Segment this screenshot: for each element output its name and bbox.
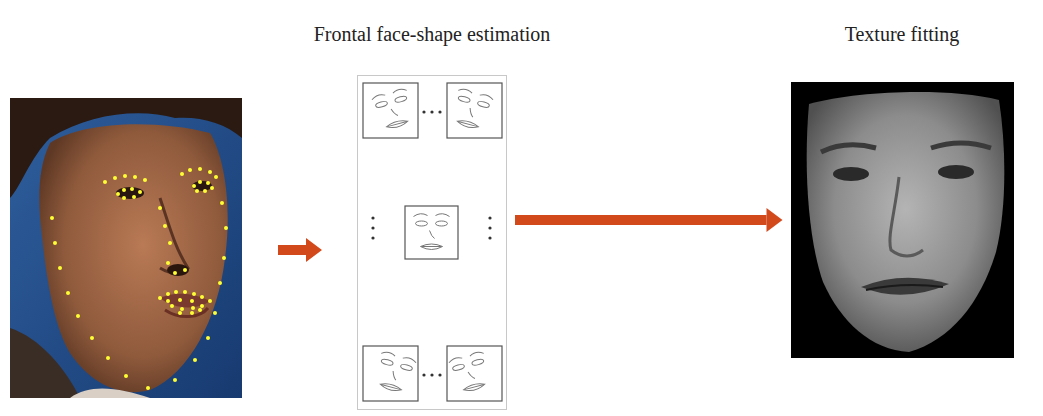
landmark-dot [180, 307, 184, 311]
image-panel: Frontal face-shape estimation [310, 22, 555, 410]
landmark-dot [190, 299, 194, 303]
landmark-dot [198, 167, 202, 171]
landmark-dot [190, 311, 194, 315]
landmark-dot [208, 299, 212, 303]
landmark-dot [193, 358, 197, 362]
image-panel: Texture fitting [791, 22, 1014, 358]
panel-title: Frontal face-shape estimation [310, 22, 555, 46]
landmark-dot [206, 336, 210, 340]
landmark-dot [191, 306, 195, 310]
landmark-dot [210, 186, 214, 190]
face-sketch [363, 346, 418, 401]
landmark-dot [132, 195, 136, 199]
landmark-dot [143, 178, 147, 182]
landmark-dot [163, 224, 167, 228]
landmark-dot [124, 374, 128, 378]
landmark-dot [218, 281, 222, 285]
face-sketch [447, 83, 502, 138]
step-arrow [276, 236, 326, 264]
texture-image [791, 82, 1014, 358]
landmark-dot [200, 295, 204, 299]
landmark-dot [106, 356, 110, 360]
landmark-dot [122, 188, 126, 192]
landmark-dot [206, 181, 210, 185]
landmark-dot [50, 216, 54, 220]
landmark-dot [158, 296, 162, 300]
landmark-dot [138, 190, 142, 194]
landmark-dot [173, 271, 177, 275]
step-arrow [515, 208, 783, 232]
landmark-dot [224, 226, 228, 230]
landmark-dot [170, 304, 174, 308]
landmark-dot [213, 311, 217, 315]
landmark-dot [123, 174, 127, 178]
landmark-dot [130, 187, 134, 191]
landmark-dot [166, 292, 170, 296]
landmark-dot [183, 268, 187, 272]
landmark-dot [173, 378, 177, 382]
landmark-dot [66, 291, 70, 295]
landmark-dot [76, 314, 80, 318]
landmark-dot [195, 189, 199, 193]
landmark-dot [214, 175, 218, 179]
landmark-dot [200, 304, 204, 308]
landmark-dot [146, 386, 150, 390]
landmark-dot [203, 189, 207, 193]
landmark-dot [122, 196, 126, 200]
landmark-dot [198, 308, 202, 312]
face-sketch [405, 206, 458, 259]
face-sketch [447, 346, 502, 401]
landmark-dot [178, 311, 182, 315]
landmark-dot [166, 261, 170, 265]
landmark-dot [178, 298, 182, 302]
landmark-dot [180, 172, 184, 176]
landmark-dot [168, 241, 172, 245]
landmark-dot [208, 170, 212, 174]
landmark-dot [103, 180, 107, 184]
landmark-dot [53, 241, 57, 245]
landmark-dot [90, 336, 94, 340]
panel-title: Texture fitting [791, 22, 1014, 46]
face-sketch [363, 83, 418, 138]
landmark-dot [192, 184, 196, 188]
landmark-dot [220, 201, 224, 205]
ellipsis-dots [371, 110, 491, 376]
landmark-dot [166, 299, 170, 303]
landmark-dot [158, 206, 162, 210]
shape-panel [357, 75, 507, 410]
landmark-dot [192, 292, 196, 296]
landmark-dot [174, 290, 178, 294]
landmark-dot [188, 168, 192, 172]
landmark-dot [58, 266, 62, 270]
landmark-dot [183, 290, 187, 294]
landmark-dot [116, 192, 120, 196]
input-photo [10, 98, 242, 398]
landmark-dot [222, 256, 226, 260]
landmark-dot [133, 175, 137, 179]
landmark-dot [198, 180, 202, 184]
landmark-dot [113, 176, 117, 180]
